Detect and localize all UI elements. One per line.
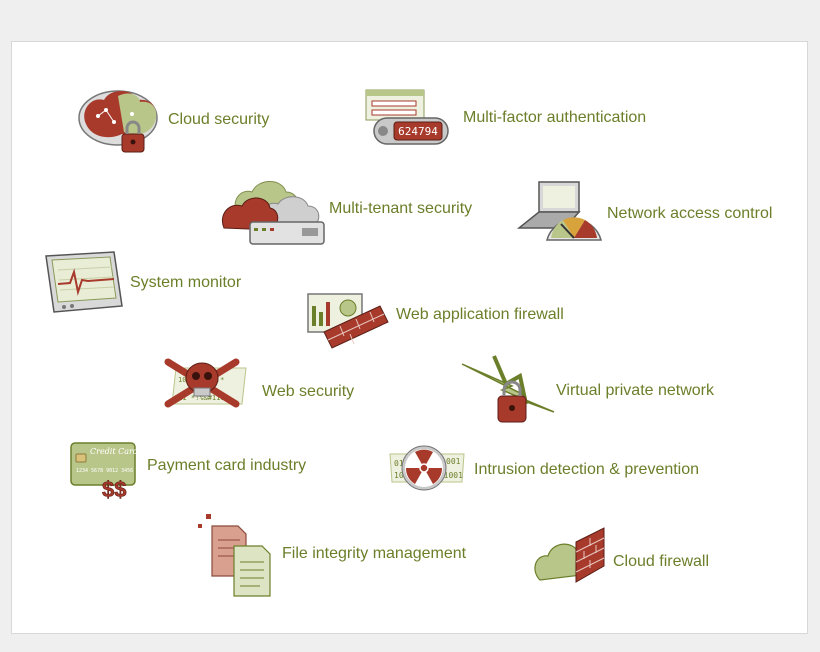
svg-text:011 *!%&#1100: 011 *!%&#1100 [174, 394, 229, 402]
feature-label: Virtual private network [556, 382, 714, 399]
feature-label: Multi-factor authentication [463, 109, 647, 126]
lightning-lock-icon [460, 354, 558, 426]
feature-label: Cloud security [168, 111, 270, 128]
feature-label: Web security [262, 383, 355, 400]
card-number: 1234 5678 9012 3456 [76, 468, 133, 474]
feature-label: File integrity management [282, 545, 467, 562]
binary-line-4: 011001 [434, 471, 463, 480]
credit-card-icon: Credit Card 1234 5678 9012 3456 $$ [70, 442, 138, 502]
token-code: 624794 [398, 125, 438, 138]
token-icon: 624794 [364, 88, 460, 152]
card-currency: $$ [102, 477, 126, 502]
feature-label: Cloud firewall [613, 553, 710, 570]
cloud-lock-icon [78, 84, 162, 156]
clouds-server-icon [220, 174, 328, 250]
cloud-brickwall-icon [532, 526, 606, 588]
monitor-icon [44, 250, 124, 316]
screen-brickwall-icon [306, 292, 392, 350]
laptop-gauge-icon [515, 180, 605, 242]
feature-label: System monitor [130, 274, 242, 291]
feature-label: Payment card industry [147, 457, 307, 474]
skull-crossbones-icon: 10 001#3%!* 011 *!%&#1100 [162, 354, 252, 410]
feature-label: Intrusion detection & prevention [474, 461, 700, 478]
feature-label: Network access control [607, 205, 773, 222]
feature-label: Multi-tenant security [329, 200, 473, 217]
feature-label: Web application firewall [396, 306, 564, 323]
documents-icon [194, 510, 274, 598]
card-title: Credit Card [90, 447, 138, 456]
binary-line-2: 001 [446, 457, 461, 466]
